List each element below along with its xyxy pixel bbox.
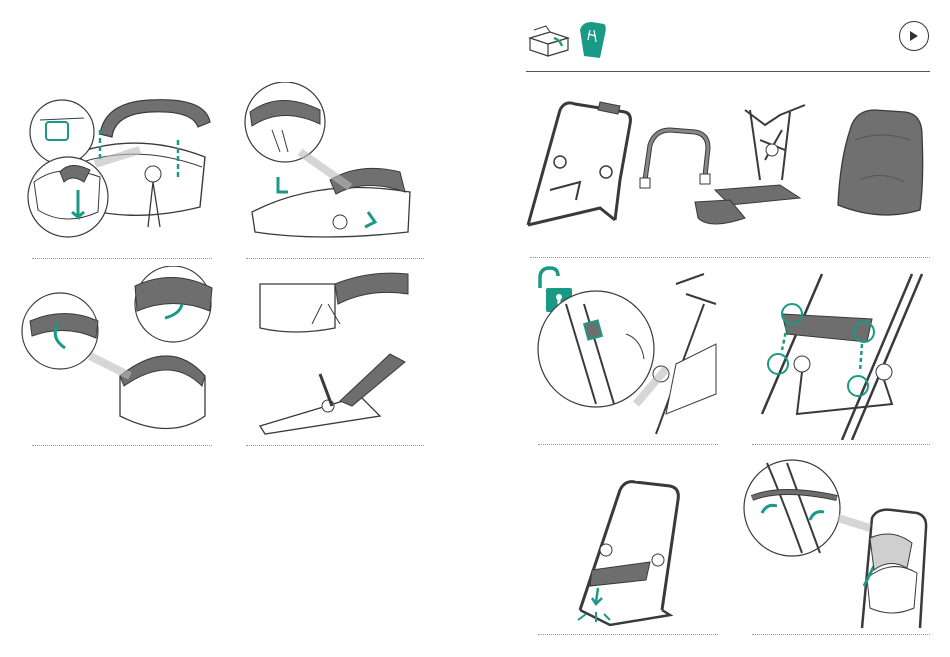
footrest-click-illustration	[550, 470, 720, 632]
step-attach-footrest	[742, 264, 932, 440]
open-box-icon	[526, 24, 572, 58]
bassinet-fold-illustration	[240, 266, 430, 441]
divider	[752, 444, 930, 445]
footrest-attach-illustration	[742, 264, 932, 440]
divider	[538, 634, 718, 635]
part-seat-liner	[838, 110, 923, 215]
step-bassinet-handle-attach	[20, 82, 220, 257]
divider	[32, 445, 212, 446]
bassinet-handle-attach-illustration	[20, 82, 220, 257]
play-icon	[909, 30, 919, 42]
part-bumper-bar	[640, 130, 710, 188]
step-bassinet-handle-click	[240, 82, 430, 257]
bumper-bar-attach-illustration	[742, 458, 932, 632]
header-rule	[526, 71, 930, 72]
step-attach-bumper-bar	[742, 458, 932, 632]
divider	[246, 258, 424, 259]
divider	[32, 258, 212, 259]
play-button[interactable]	[899, 21, 929, 51]
divider	[538, 444, 718, 445]
divider	[246, 445, 424, 446]
step-unlock-seat	[526, 264, 721, 440]
bassinet-handle-click-illustration	[240, 82, 430, 257]
step-canopy-attach	[20, 266, 220, 441]
step-bassinet-fold	[240, 266, 430, 441]
part-footrest-and-harness	[695, 105, 805, 224]
seat-unit-icon	[578, 20, 608, 60]
divider	[752, 634, 930, 635]
step-click-footrest	[550, 470, 720, 632]
canopy-attach-illustration	[20, 266, 220, 441]
part-seat-frame	[528, 102, 630, 225]
parts-overview	[520, 90, 935, 240]
divider	[530, 257, 930, 258]
